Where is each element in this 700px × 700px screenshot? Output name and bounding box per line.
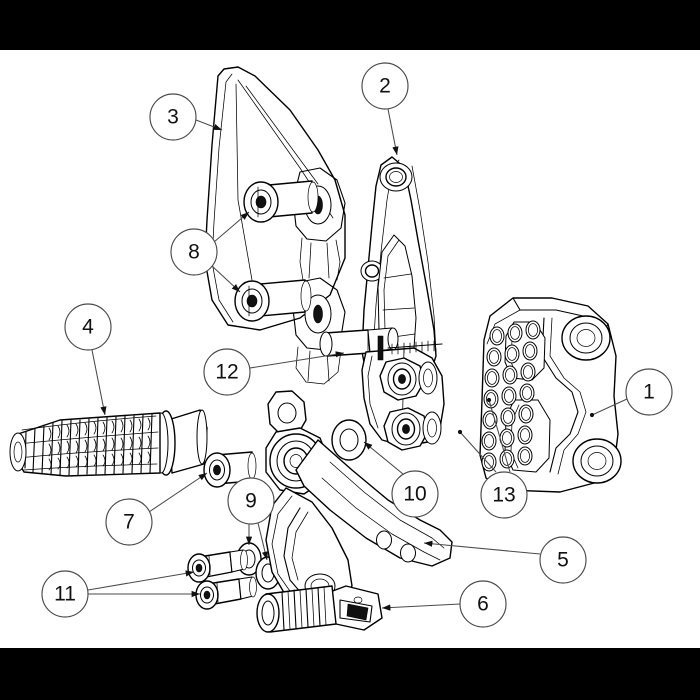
letterbox-top-bar xyxy=(0,0,700,50)
callout-leader-3-1 xyxy=(195,119,223,131)
callout-leader-2-1 xyxy=(387,108,399,156)
callout-1-heel-guard-plate[interactable]: 1 xyxy=(625,368,673,416)
callout-bubble-5[interactable] xyxy=(539,536,587,584)
part-8-plate-mounting-bolts xyxy=(234,180,319,322)
callout-number-3: 3 xyxy=(167,106,179,129)
callout-number-7: 7 xyxy=(123,511,135,534)
callout-leader-11-1 xyxy=(87,570,195,591)
callout-bubble-4[interactable] xyxy=(64,303,112,351)
callout-12-pivot-shaft-pin[interactable]: 12 xyxy=(203,348,251,396)
callout-6-shift-toe-peg[interactable]: 6 xyxy=(459,580,507,628)
callout-leader-13-2 xyxy=(486,397,511,473)
callout-number-1: 1 xyxy=(643,381,655,404)
callout-8-plate-mounting-bolts[interactable]: 8 xyxy=(170,228,218,276)
callout-leader-1-1 xyxy=(589,398,628,418)
callout-bubble-10[interactable] xyxy=(391,470,439,518)
callout-13-bearing-eccentric-collar[interactable]: 13 xyxy=(480,471,528,519)
callout-bubble-1[interactable] xyxy=(625,368,673,416)
callout-number-6: 6 xyxy=(477,593,489,616)
callout-number-2: 2 xyxy=(379,75,391,98)
callout-5-shift-lever-arm[interactable]: 5 xyxy=(539,536,587,584)
callout-bubble-6[interactable] xyxy=(459,580,507,628)
callout-11-grub-screws[interactable]: 11 xyxy=(41,570,89,618)
callout-10-thrust-washer[interactable]: 10 xyxy=(391,470,439,518)
callout-number-9: 9 xyxy=(245,490,257,513)
callout-leader-8-1 xyxy=(213,211,250,243)
callout-number-13: 13 xyxy=(492,484,515,507)
footpeg-serrations xyxy=(17,413,159,476)
callout-bubble-11[interactable] xyxy=(41,570,89,618)
callout-leader-10-1 xyxy=(363,441,404,475)
callout-number-5: 5 xyxy=(557,549,569,572)
callout-number-11: 11 xyxy=(54,583,76,606)
letterbox-bottom-bar xyxy=(0,648,700,700)
callout-9-spacer-washers[interactable]: 9 xyxy=(227,477,275,525)
callout-2-upper-bracket-arm[interactable]: 2 xyxy=(361,62,409,110)
callout-bubble-2[interactable] xyxy=(361,62,409,110)
part-13-bearing-eccentric-collar xyxy=(361,335,445,451)
part-7-pivot-bolt xyxy=(203,451,257,488)
callout-leader-13-1 xyxy=(457,429,497,473)
callout-7-pivot-bolt[interactable]: 7 xyxy=(105,498,153,546)
part-10-thrust-washer xyxy=(331,419,367,461)
callout-bubble-7[interactable] xyxy=(105,498,153,546)
part-2-upper-bracket-arm xyxy=(360,156,437,383)
callout-bubble-12[interactable] xyxy=(203,348,251,396)
part-4-footpeg-serrated xyxy=(9,409,208,477)
callout-leader-4-1 xyxy=(91,349,107,416)
callout-leader-8-2 xyxy=(211,265,241,293)
part-5-shift-lever-arm xyxy=(265,390,453,631)
part-6-shift-toe-peg xyxy=(256,585,337,633)
callout-bubble-8[interactable] xyxy=(170,228,218,276)
callout-4-footpeg-serrated[interactable]: 4 xyxy=(64,303,112,351)
callout-leader-12-1 xyxy=(249,351,345,369)
callout-bubble-3[interactable] xyxy=(149,93,197,141)
callout-number-4: 4 xyxy=(82,316,94,339)
callout-leader-7-1 xyxy=(148,472,208,513)
callout-bubble-9[interactable] xyxy=(227,477,275,525)
callout-number-12: 12 xyxy=(215,361,238,384)
callout-bubble-13[interactable] xyxy=(480,471,528,519)
heel-guard-hole-grid xyxy=(481,320,541,472)
callout-leader-9-2 xyxy=(257,522,269,561)
part-11-grub-screws xyxy=(187,549,257,610)
callout-number-8: 8 xyxy=(188,241,200,264)
callout-number-10: 10 xyxy=(403,483,426,506)
part-1-heel-guard-plate xyxy=(479,297,622,493)
callout-leader-6-1 xyxy=(381,603,461,611)
callout-3-main-mounting-plate[interactable]: 3 xyxy=(149,93,197,141)
callout-leader-5-1 xyxy=(423,540,541,555)
